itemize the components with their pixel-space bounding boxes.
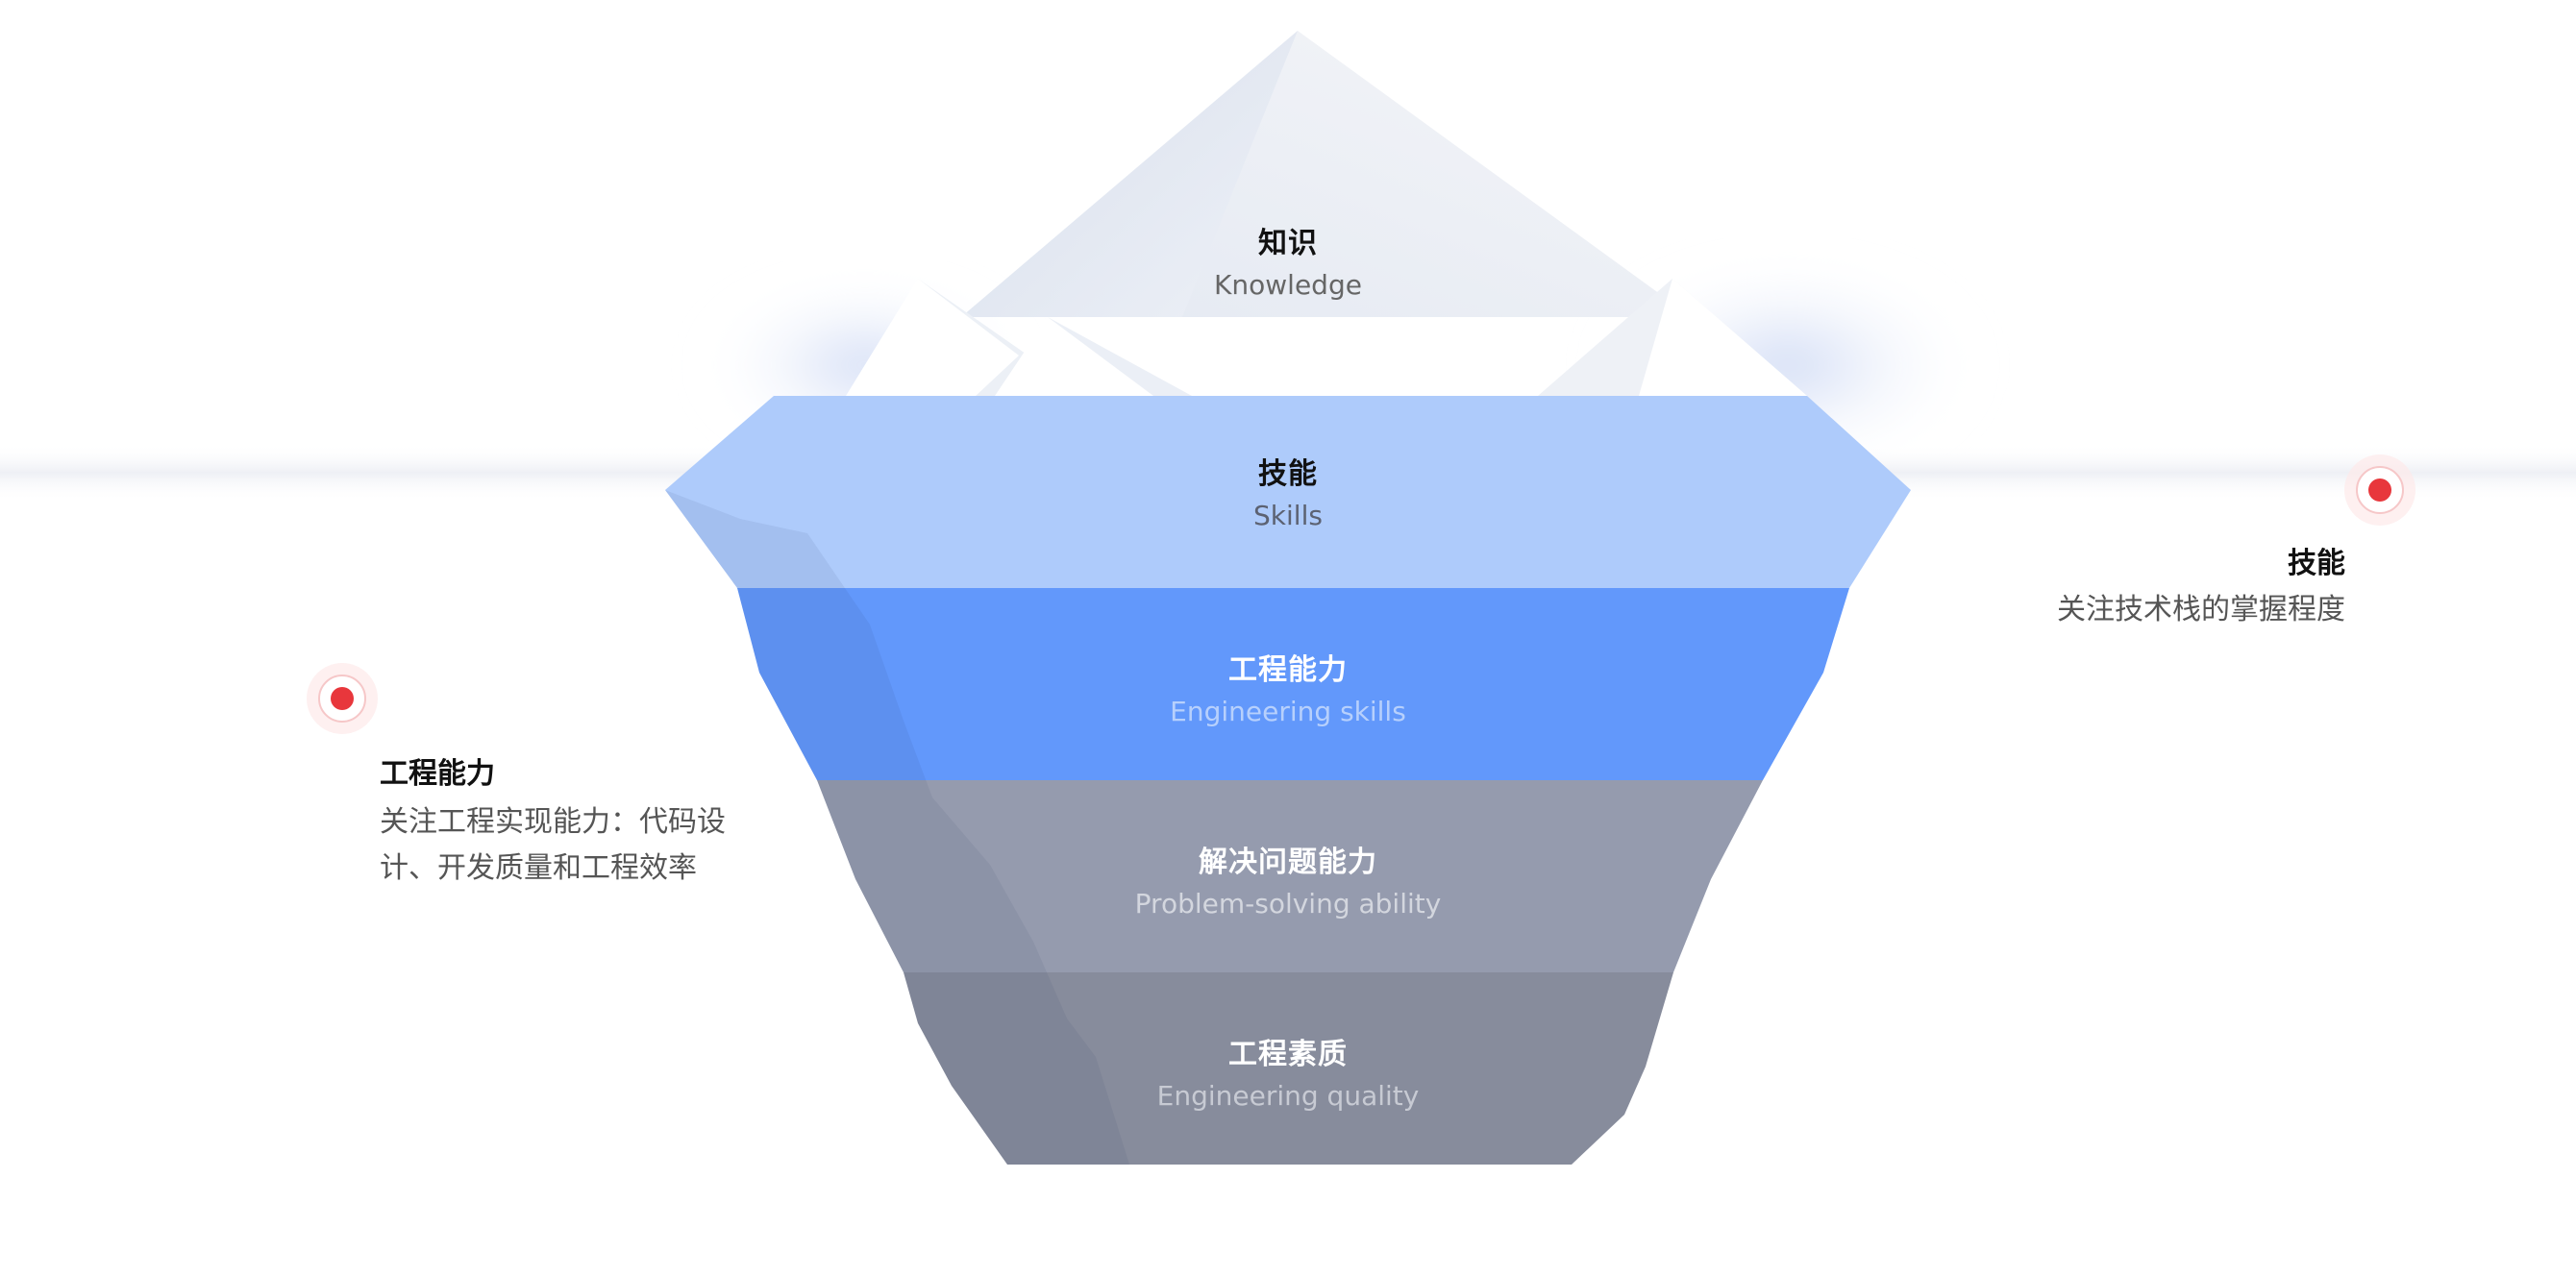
marker-right-dot [2368, 478, 2391, 502]
layer-engineering-quality-title: 工程素质 [1228, 1038, 1348, 1071]
layer-engineering-skills-title: 工程能力 [1228, 653, 1348, 687]
callout-left-title: 工程能力 [380, 757, 495, 791]
callout-right-title: 技能 [2288, 547, 2345, 580]
layer-engineering-quality-subtitle: Engineering quality [1156, 1080, 1420, 1112]
callout-right-description: 关注技术栈的掌握程度 [2057, 593, 2345, 626]
layer-knowledge-subtitle: Knowledge [1214, 269, 1362, 301]
mid-left-peak-shade [1048, 317, 1192, 396]
right-peak-light [1639, 279, 1807, 396]
callout-left-description-line1: 关注工程实现能力：代码设 [380, 805, 726, 839]
band-engineering-quality [904, 972, 1673, 1165]
layer-skills-title: 技能 [1258, 457, 1318, 491]
band-engineering-skills [737, 588, 1849, 780]
layer-knowledge-title: 知识 [1258, 227, 1318, 260]
callout-left-description-line2: 计、开发质量和工程效率 [380, 851, 697, 885]
marker-left-dot [331, 687, 354, 710]
band-skills [665, 396, 1911, 588]
layer-problem-solving-title: 解决问题能力 [1199, 846, 1377, 879]
band-problem-solving [817, 780, 1763, 972]
main-peak-shade [961, 31, 1298, 317]
layer-skills-subtitle: Skills [1253, 500, 1323, 531]
layer-engineering-skills-subtitle: Engineering skills [1170, 696, 1406, 727]
layer-problem-solving-subtitle: Problem-solving ability [1134, 888, 1442, 920]
left-facet [665, 490, 1129, 1165]
